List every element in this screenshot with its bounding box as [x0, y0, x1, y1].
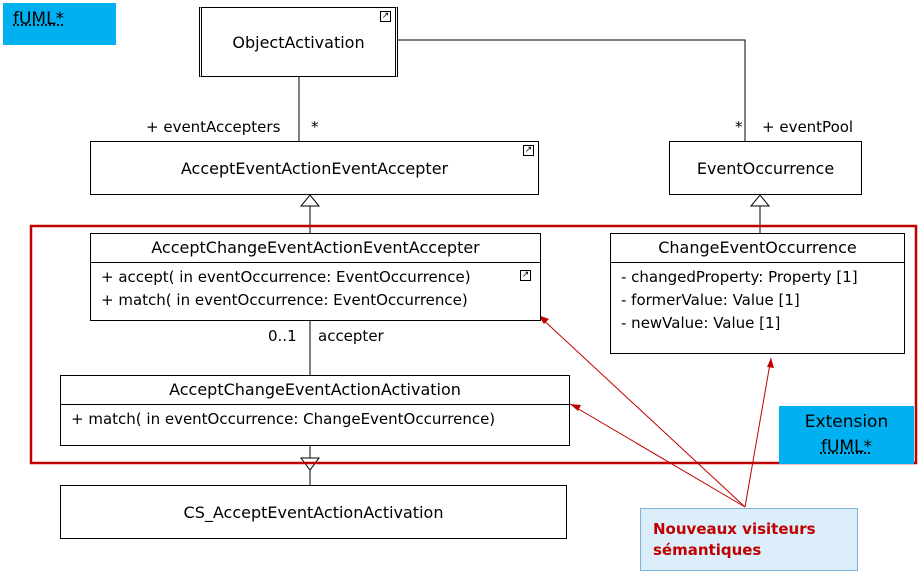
extension-tag: Extension fUML* — [779, 406, 914, 464]
event-pool-multiplicity: * — [735, 118, 743, 136]
class-event-occurrence-name: EventOccurrence — [696, 158, 835, 178]
assoc-event-pool-line — [398, 39, 746, 141]
note-pointer-2-head — [570, 404, 581, 411]
operation-match: + match( in eventOccurrence: EventOccurr… — [101, 291, 468, 309]
class-accept-change-event-action-event-accepter[interactable]: AcceptChangeEventActionEventAccepter + a… — [90, 233, 541, 321]
link-icon: ↗ — [523, 145, 534, 156]
class-change-event-occurrence-name: ChangeEventOccurrence — [611, 234, 904, 263]
operation-match-change: + match( in eventOccurrence: ChangeEvent… — [71, 410, 496, 428]
note-pointer-1 — [537, 314, 746, 508]
accepter-role: accepter — [318, 327, 384, 345]
accepter-multiplicity: 0..1 — [268, 327, 297, 345]
class-accept-event-action-event-accepter[interactable]: AcceptEventActionEventAccepter ↗ — [90, 141, 539, 195]
class-event-occurrence[interactable]: EventOccurrence — [669, 141, 862, 195]
extension-tag-line1: Extension — [804, 412, 889, 432]
note-line2: sémantiques — [653, 541, 762, 559]
operation-accept: + accept( in eventOccurrence: EventOccur… — [101, 268, 471, 286]
event-pool-role: + eventPool — [762, 118, 854, 136]
class-cs-accept-event-action-activation[interactable]: CS_AcceptEventActionActivation — [60, 485, 567, 539]
attribute-changed-property: - changedProperty: Property [1] — [621, 268, 858, 286]
class-accept-change-event-action-activation[interactable]: AcceptChangeEventActionActivation + matc… — [60, 375, 570, 446]
class-object-activation-name: ObjectActivation — [232, 32, 365, 52]
class-object-activation[interactable]: ObjectActivation ↗ — [199, 7, 398, 77]
note-line1: Nouveaux visiteurs — [653, 520, 816, 538]
class-accept-change-event-action-event-accepter-name: AcceptChangeEventActionEventAccepter — [91, 234, 540, 263]
fuml-tag: fUML* — [3, 3, 116, 45]
class-change-event-occurrence[interactable]: ChangeEventOccurrence - changedProperty:… — [610, 233, 905, 354]
extension-tag-line2: fUML* — [820, 437, 873, 457]
link-icon: ↗ — [520, 270, 531, 281]
generalization-accepter-arrow — [299, 194, 321, 207]
event-accepters-multiplicity: * — [311, 118, 319, 136]
extension-frame — [29, 224, 918, 465]
class-cs-accept-event-action-activation-name: CS_AcceptEventActionActivation — [183, 502, 444, 522]
link-icon: ↗ — [380, 11, 391, 22]
note-new-semantic-visitors: Nouveaux visiteurs sémantiques — [640, 508, 858, 571]
class-accept-event-action-event-accepter-name: AcceptEventActionEventAccepter — [180, 158, 449, 178]
generalization-change-event-arrow — [749, 194, 771, 207]
attribute-new-value: - newValue: Value [1] — [621, 314, 781, 332]
note-pointer-3 — [744, 357, 772, 508]
event-accepters-role: + eventAccepters — [146, 118, 281, 136]
class-accept-change-event-action-activation-name: AcceptChangeEventActionActivation — [61, 376, 569, 405]
fuml-tag-label: fUML* — [13, 9, 65, 29]
note-pointer-2 — [569, 403, 746, 508]
attribute-former-value: - formerValue: Value [1] — [621, 291, 800, 309]
note-pointer-3-head — [767, 358, 774, 368]
